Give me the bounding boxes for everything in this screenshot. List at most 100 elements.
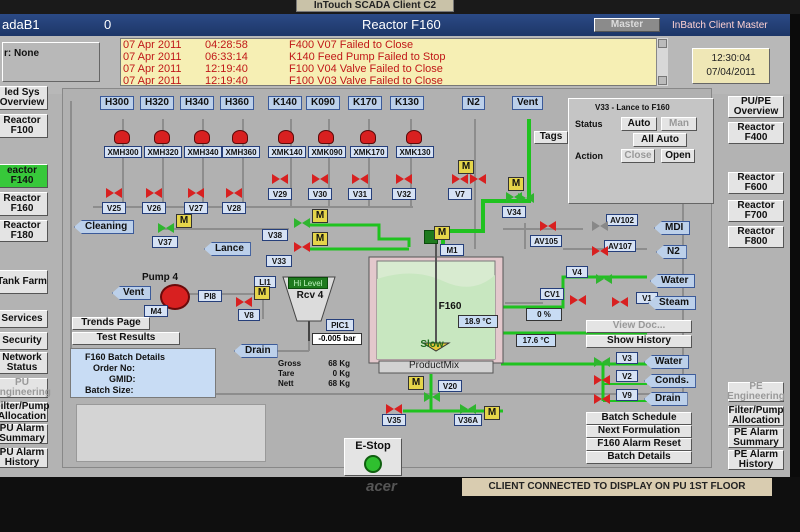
v3-tag[interactable]: V3 — [616, 352, 638, 364]
left-nav-item[interactable]: Reactor F160 — [0, 192, 48, 216]
show-history-button[interactable]: Show History — [586, 335, 692, 348]
valve-v7-tag[interactable]: V7 — [448, 188, 472, 200]
v2-tag[interactable]: V2 — [616, 370, 638, 382]
close-button[interactable]: Close — [621, 149, 655, 163]
meter-xmh320-tag[interactable]: XMH320 — [144, 146, 182, 158]
valve-av107-icon[interactable] — [592, 246, 608, 256]
right-nav-item[interactable]: Reactor F800 — [728, 226, 784, 248]
master-button[interactable]: Master — [594, 18, 660, 32]
left-nav-item[interactable]: Filter/Pump Allocation — [0, 401, 50, 422]
left-nav-item[interactable]: PU Alarm History — [0, 447, 48, 468]
v36a-tag[interactable]: V36A — [454, 414, 482, 426]
left-nav-item[interactable]: PU Alarm Summary — [0, 423, 48, 444]
batch-details-button[interactable]: Batch Details — [586, 451, 692, 464]
right-nav-item[interactable]: PU/PE Overview — [728, 96, 784, 118]
v4-tag[interactable]: V4 — [566, 266, 588, 278]
left-nav-item[interactable]: Security — [0, 332, 48, 350]
av107-tag[interactable]: AV107 — [604, 240, 636, 252]
valve-v34-icon[interactable] — [518, 193, 534, 203]
trends-page-button[interactable]: Trends Page — [72, 317, 150, 330]
valve-v2-icon[interactable] — [594, 375, 610, 385]
man-button[interactable]: Man — [661, 117, 697, 131]
cv1-tag[interactable]: CV1 — [540, 288, 564, 300]
next-formulation-button[interactable]: Next Formulation — [586, 425, 692, 438]
valve-v28-tag[interactable]: V28 — [222, 202, 246, 214]
valve-v30-tag[interactable]: V30 — [308, 188, 332, 200]
right-nav-item[interactable]: PE Engineering — [727, 380, 785, 402]
valve-v32-tag[interactable]: V32 — [392, 188, 416, 200]
flow-meter-icon[interactable] — [114, 130, 130, 144]
v35-tag[interactable]: V35 — [382, 414, 406, 426]
valve-v28-icon[interactable] — [226, 188, 242, 198]
tags-button[interactable]: Tags — [534, 131, 568, 144]
valve-v32-icon[interactable] — [396, 174, 412, 184]
av105-tag[interactable]: AV105 — [530, 235, 562, 247]
meter-xmh360-tag[interactable]: XMH360 — [222, 146, 260, 158]
valve-v35-icon[interactable] — [386, 404, 402, 414]
right-nav-item[interactable]: Reactor F600 — [728, 172, 784, 194]
valve-v31-icon[interactable] — [352, 174, 368, 184]
valve-v37-icon[interactable] — [158, 223, 174, 233]
right-nav-item[interactable]: PE Alarm Summary — [728, 427, 784, 448]
valve-v30-icon[interactable] — [312, 174, 328, 184]
right-nav-item[interactable]: Filter/Pump Allocation — [728, 404, 784, 426]
v37-tag[interactable]: V37 — [152, 236, 178, 248]
valve-v38-icon[interactable] — [294, 218, 310, 228]
auto-button[interactable]: Auto — [621, 117, 657, 131]
valve-av105-icon[interactable] — [540, 221, 556, 231]
alarm-reset-button[interactable]: F160 Alarm Reset — [586, 438, 692, 451]
e-stop-button[interactable]: E-Stop — [344, 438, 402, 476]
meter-xmh300-tag[interactable]: XMH300 — [104, 146, 142, 158]
alarm-scrollbar[interactable] — [656, 38, 668, 86]
meter-xmk170-tag[interactable]: XMK170 — [350, 146, 388, 158]
valve-v8-icon[interactable] — [236, 297, 252, 307]
valve-cv1-icon[interactable] — [570, 295, 586, 305]
valve-v9-icon[interactable] — [594, 394, 610, 404]
left-nav-item[interactable]: eactor F140 — [0, 164, 48, 188]
view-doc-button[interactable]: View Doc... — [586, 320, 692, 333]
left-nav-item[interactable]: Reactor F100 — [0, 114, 48, 138]
left-nav-item[interactable]: Network Status — [0, 352, 48, 374]
v9-tag[interactable]: V9 — [616, 389, 638, 401]
valve-v26-tag[interactable]: V26 — [142, 202, 166, 214]
valve-v27-icon[interactable] — [188, 188, 204, 198]
valve-v34-tag[interactable]: V34 — [502, 206, 526, 218]
meter-xmk090-tag[interactable]: XMK090 — [308, 146, 346, 158]
v33-tag[interactable]: V33 — [266, 255, 292, 267]
left-nav-item[interactable]: Services — [0, 310, 48, 328]
left-nav-item[interactable]: Reactor F180 — [0, 220, 48, 242]
valve-v27-tag[interactable]: V27 — [184, 202, 208, 214]
valve-v29-tag[interactable]: V29 — [268, 188, 292, 200]
valve-v7-icon[interactable] — [470, 174, 486, 184]
av102-tag[interactable]: AV102 — [606, 214, 638, 226]
flow-meter-icon[interactable] — [278, 130, 294, 144]
flow-meter-icon[interactable] — [406, 130, 422, 144]
flow-meter-icon[interactable] — [232, 130, 248, 144]
right-nav-item[interactable]: Reactor F700 — [728, 200, 784, 222]
v20-tag[interactable]: V20 — [438, 380, 462, 392]
valve-v25-icon[interactable] — [106, 188, 122, 198]
all-auto-button[interactable]: All Auto — [633, 133, 687, 147]
flow-meter-icon[interactable] — [360, 130, 376, 144]
left-nav-item[interactable]: led Sys Overview — [0, 86, 48, 110]
flow-meter-icon[interactable] — [194, 130, 210, 144]
batch-schedule-button[interactable]: Batch Schedule — [586, 412, 692, 425]
meter-xmh340-tag[interactable]: XMH340 — [184, 146, 222, 158]
valve-av102-icon[interactable] — [592, 221, 608, 231]
flow-meter-icon[interactable] — [154, 130, 170, 144]
v8-tag[interactable]: V8 — [238, 309, 260, 321]
valve-v3-icon[interactable] — [594, 357, 610, 367]
test-results-button[interactable]: Test Results — [72, 332, 180, 345]
valve-v29-icon[interactable] — [272, 174, 288, 184]
valve-v26-icon[interactable] — [146, 188, 162, 198]
v38-tag[interactable]: V38 — [262, 229, 288, 241]
tab-label[interactable]: adaB1 — [2, 17, 40, 32]
valve-v4-icon[interactable] — [596, 274, 612, 284]
meter-xmk140-tag[interactable]: XMK140 — [268, 146, 306, 158]
valve-v1-icon[interactable] — [612, 297, 628, 307]
valve-v31-tag[interactable]: V31 — [348, 188, 372, 200]
